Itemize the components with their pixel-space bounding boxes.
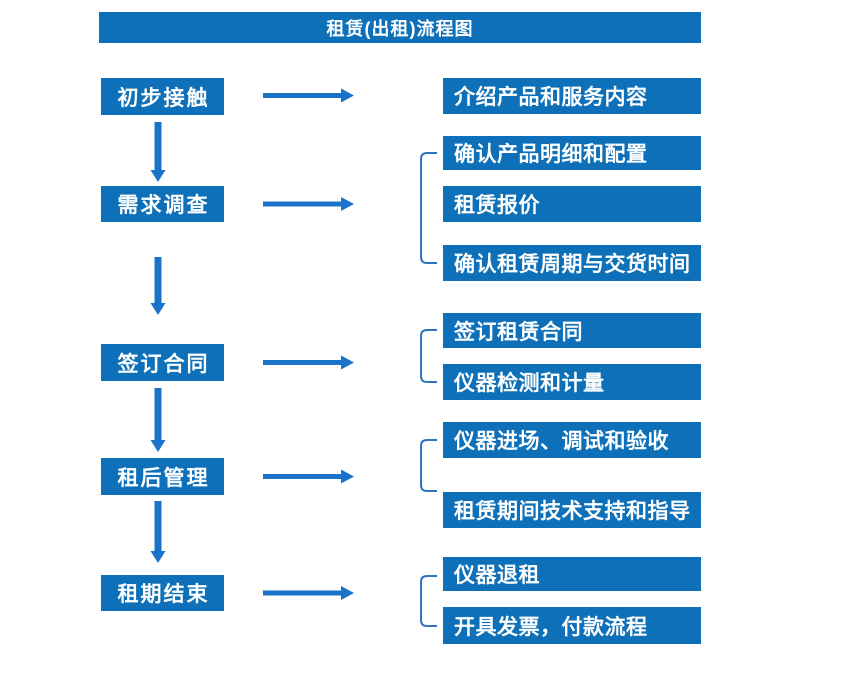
step-box-demand-survey: 需求调查 (101, 186, 224, 222)
detail-box-confirm-period: 确认租赁周期与交货时间 (443, 245, 701, 281)
detail-box-instrument-check: 仪器检测和计量 (443, 364, 701, 400)
down-arrow-2 (150, 257, 166, 315)
detail-box-install-accept: 仪器进场、调试和验收 (443, 422, 701, 458)
bracket-sign-contract (420, 329, 437, 383)
right-arrow-4 (263, 469, 354, 484)
down-arrow-3 (150, 388, 166, 452)
down-arrow-1 (150, 122, 166, 182)
detail-box-sign-lease: 签订租赁合同 (443, 313, 701, 348)
detail-box-invoice-payment: 开具发票，付款流程 (443, 607, 701, 644)
bracket-lease-end (420, 575, 437, 627)
detail-box-rental-quote: 租赁报价 (443, 186, 701, 222)
right-arrow-5 (263, 586, 354, 600)
step-box-post-rental: 租后管理 (101, 458, 224, 495)
flowchart-title: 租赁(出租)流程图 (99, 12, 701, 43)
bracket-demand-survey (420, 152, 437, 264)
right-arrow-1 (263, 88, 354, 103)
bracket-post-rental (420, 439, 437, 492)
right-arrow-2 (263, 197, 354, 211)
detail-box-confirm-config: 确认产品明细和配置 (443, 136, 701, 170)
detail-box-return-rental: 仪器退租 (443, 557, 701, 591)
detail-box-intro-services: 介绍产品和服务内容 (443, 78, 701, 114)
step-box-initial-contact: 初步接触 (101, 78, 224, 115)
right-arrow-3 (263, 355, 354, 370)
step-box-lease-end: 租期结束 (101, 575, 224, 611)
down-arrow-4 (150, 501, 166, 563)
detail-box-tech-support: 租赁期间技术支持和指导 (443, 492, 701, 528)
step-box-sign-contract: 签订合同 (101, 344, 224, 381)
